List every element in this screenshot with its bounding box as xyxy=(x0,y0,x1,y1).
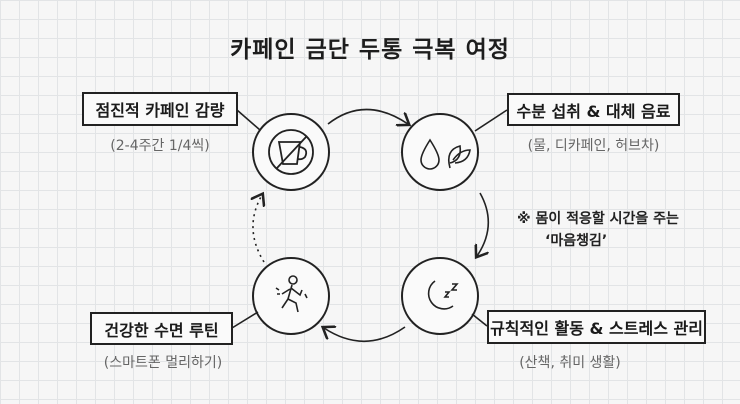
step-detail: (산책, 취미 생활) xyxy=(519,355,621,371)
page-title: 카페인 금단 두통 극복 여정 xyxy=(230,37,510,63)
step-detail: (물, 디카페인, 허브차) xyxy=(527,138,660,154)
step-box-hydration: 수분 섭취 & 대체 음료 xyxy=(507,93,680,126)
mindfulness-note-line1: ※ 몸이 적응할 시간을 주는 xyxy=(517,211,679,227)
arrow-2-to-3 xyxy=(477,192,490,256)
step-detail: (2-4주간 1/4씩) xyxy=(110,138,210,154)
walking-person-icon xyxy=(275,275,308,313)
step-detail: (스마트폰 멀리하기) xyxy=(103,355,223,371)
arrow-1-to-2 xyxy=(327,108,408,125)
step-box-activity-stress: 규칙적인 활동 & 스트레스 관리 xyxy=(487,310,706,344)
arrow-3-to-4 xyxy=(324,327,406,343)
connector-line xyxy=(236,109,261,131)
circle-step-4 xyxy=(252,257,330,335)
no-coffee-icon xyxy=(268,129,314,175)
mindfulness-note-line2: ‘마음챙김’ xyxy=(545,233,608,249)
connector-line xyxy=(474,109,508,132)
moon-sleep-icon xyxy=(427,280,459,310)
circle-step-3 xyxy=(401,257,479,335)
step-box-gradual-reduction: 점진적 카페인 감량 xyxy=(82,92,238,126)
connector-line xyxy=(471,313,488,327)
step-box-sleep-routine: 건강한 수면 루틴 xyxy=(90,312,233,345)
connector-line xyxy=(231,311,259,329)
circle-step-2 xyxy=(401,113,479,191)
arrow-4-to-1-dotted xyxy=(253,195,264,263)
water-drop-leaf-icon xyxy=(420,138,471,170)
